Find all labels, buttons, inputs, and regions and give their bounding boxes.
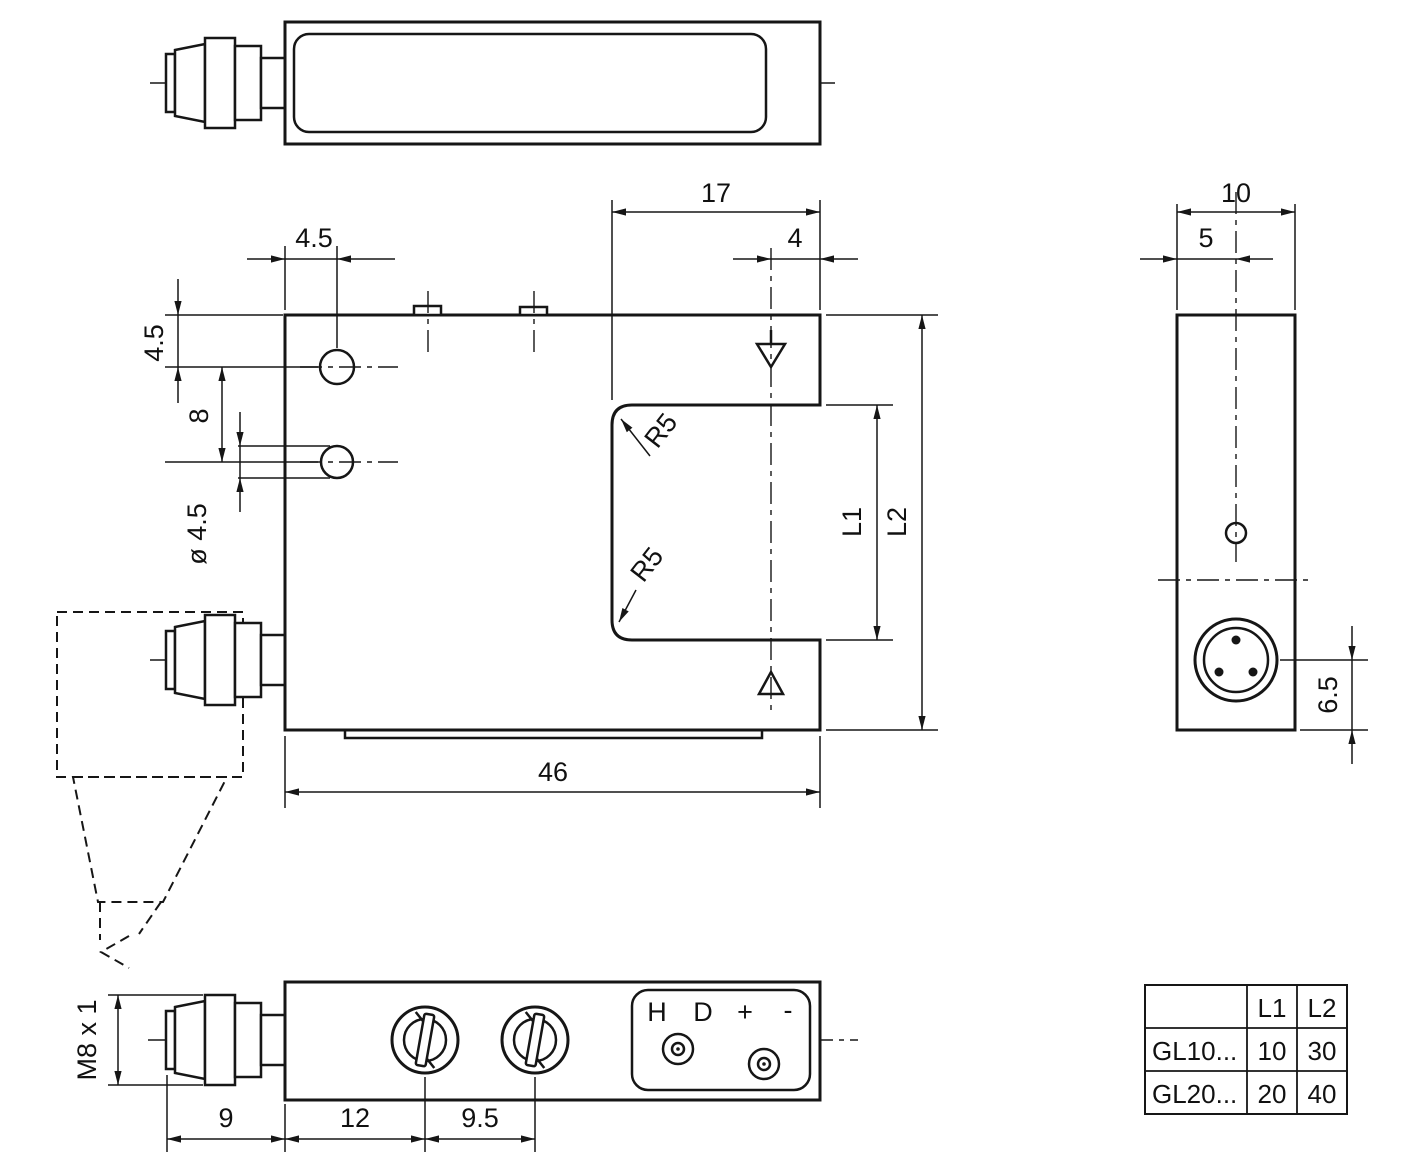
dim-axis-offset: 4: [733, 223, 858, 263]
connector-collar: [203, 36, 237, 130]
receiver-mark-icon: [756, 669, 786, 696]
dim-hole-offset-y: 4.5: [139, 279, 182, 403]
dim-b: 12: [285, 1103, 425, 1143]
bottom-lip: [343, 730, 764, 740]
table-cell-model: GL10...: [1152, 1036, 1237, 1066]
cable-break-mark: [98, 935, 130, 969]
label-h: H: [647, 997, 667, 1027]
connector-barrel: [233, 44, 263, 122]
connector-tip: [164, 52, 177, 114]
table-row: GL20... 20 40: [1152, 1079, 1336, 1109]
dim-axis-offset-label: 4: [787, 223, 802, 253]
connector-m8: [164, 993, 287, 1087]
screw-slot-icon: [524, 1011, 546, 1069]
housing-outline: [283, 980, 822, 1102]
top-profile-view: [150, 20, 838, 146]
label-plus: +: [737, 997, 753, 1027]
dim-hole-pitch-label: 8: [184, 408, 214, 423]
dim-b-label: 12: [340, 1103, 370, 1133]
dim-radius-top: R5: [620, 408, 683, 457]
side-view: 10 5 6.5: [1140, 178, 1368, 764]
side-small-hole: [1224, 521, 1248, 545]
connector-neck: [259, 56, 287, 110]
dim-l1: L1: [837, 405, 881, 640]
dim-width-label: 46: [538, 757, 568, 787]
label-minus: -: [784, 995, 793, 1025]
dim-a: 9: [167, 1103, 285, 1143]
dim-connector-offset-label: 6.5: [1313, 676, 1343, 714]
led-indicator-2: [747, 1047, 781, 1081]
dim-l2: L2: [882, 315, 926, 730]
table-cell-model: GL20...: [1152, 1079, 1237, 1109]
adjuster-screw-2: [500, 1005, 570, 1075]
fork-housing-outline: [283, 313, 822, 732]
connector-pin: [1248, 667, 1258, 677]
dim-radius-top-label: R5: [638, 408, 683, 454]
bottom-view: H D + - M8 x 1: [72, 980, 858, 1152]
table-cell-l2: 40: [1308, 1079, 1337, 1109]
dim-side-half-width-label: 5: [1198, 223, 1213, 253]
table-row: GL10... 10 30: [1152, 1036, 1336, 1066]
dim-hole-diameter-label: ø 4.5: [182, 503, 212, 565]
dim-c: 9.5: [425, 1103, 535, 1143]
dim-c-label: 9.5: [461, 1103, 499, 1133]
dim-hole-offset-x-label: 4.5: [295, 223, 333, 253]
housing-outline: [283, 20, 822, 146]
dim-side-width: 10: [1177, 178, 1295, 216]
dim-thread: M8 x 1: [72, 995, 122, 1085]
dim-hole-offset-y-label: 4.5: [139, 324, 169, 362]
adjuster-screw-1: [390, 1005, 460, 1075]
screw-slot-icon: [414, 1011, 436, 1069]
dim-slot-width: 17: [612, 178, 820, 216]
dim-side-width-label: 10: [1221, 178, 1251, 208]
dim-side-half-width: 5: [1140, 223, 1273, 263]
extension-lines: [165, 200, 938, 808]
connector-taper: [173, 42, 207, 124]
dim-radius-bottom: R5: [618, 542, 669, 623]
dim-width: 46: [285, 757, 820, 796]
dim-radius-bottom-label: R5: [624, 542, 669, 588]
dim-thread-label: M8 x 1: [72, 999, 102, 1080]
housing-inner-contour: [292, 32, 768, 134]
dim-l2-label: L2: [882, 507, 912, 537]
dim-hole-offset-x: 4.5: [247, 223, 395, 263]
dim-a-label: 9: [218, 1103, 233, 1133]
panel-outline: [630, 988, 812, 1092]
extension-lines: [1176, 204, 1368, 731]
connector-face: [1193, 617, 1279, 703]
table-border: [1144, 984, 1348, 1115]
spec-table: L1 L2 GL10... 10 30 GL20... 20 40: [1144, 984, 1348, 1115]
connector-m8: [164, 36, 287, 130]
emitter-mark-icon: [754, 330, 788, 370]
indicator-panel: H D + -: [630, 988, 812, 1092]
dim-connector-offset: 6.5: [1313, 626, 1356, 764]
connector-pin: [1214, 667, 1224, 677]
dim-slot-width-label: 17: [701, 178, 731, 208]
table-cell-l1: 20: [1258, 1079, 1287, 1109]
dim-hole-diameter: ø 4.5: [182, 412, 244, 565]
table-cell-l2: 30: [1308, 1036, 1337, 1066]
table-header-l1: L1: [1258, 993, 1287, 1023]
label-d: D: [693, 997, 713, 1027]
table-header-l2: L2: [1308, 993, 1337, 1023]
table-cell-l1: 10: [1258, 1036, 1287, 1066]
dim-l1-label: L1: [837, 507, 867, 537]
cable-relief-dashed: [71, 776, 229, 903]
front-view: 17 4 4.5 4.5 8: [56, 178, 938, 969]
cable-connector-dashed: [56, 611, 244, 969]
dim-hole-pitch: 8: [184, 367, 226, 462]
connector-m8: [150, 613, 312, 707]
led-indicator-1: [661, 1032, 695, 1066]
connector-pin: [1231, 635, 1241, 645]
